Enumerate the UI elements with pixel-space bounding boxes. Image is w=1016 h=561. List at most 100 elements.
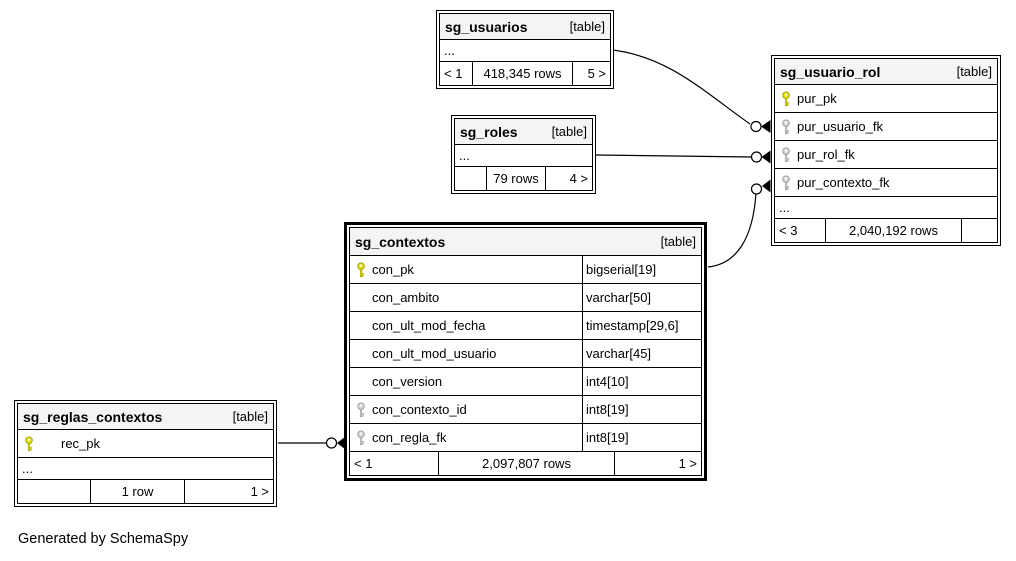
table-tag: [table] bbox=[551, 124, 587, 139]
pagination-prev bbox=[18, 480, 90, 503]
column-type-cell: varchar[50] bbox=[582, 284, 701, 311]
column-name: con_ult_mod_usuario bbox=[372, 346, 497, 361]
row-count: 2,040,192 rows bbox=[825, 219, 961, 242]
pagination-next bbox=[961, 219, 997, 242]
column-row: pur_pk bbox=[774, 84, 998, 113]
foreign-key-icon bbox=[357, 429, 365, 445]
column-row: con_ult_mod_usuario varchar[45] bbox=[349, 339, 702, 368]
hidden-columns-row: ... bbox=[439, 39, 611, 62]
pagination-next[interactable]: 1 > bbox=[184, 480, 273, 503]
relationship-sg_reglas_contextos-rec_pk-to-sg_contextos-con_regla_fk bbox=[278, 436, 346, 450]
zero-or-one-circle bbox=[750, 120, 762, 133]
column-name: con_ult_mod_fecha bbox=[372, 318, 486, 333]
foreign-key-icon bbox=[782, 174, 790, 190]
table-header: sg_roles [table] bbox=[454, 118, 593, 145]
pagination-prev bbox=[455, 167, 486, 190]
table-tag: [table] bbox=[660, 234, 696, 249]
column-row: pur_rol_fk bbox=[774, 140, 998, 169]
column-type-cell: int8[19] bbox=[582, 424, 701, 451]
table-header: sg_usuario_rol[table] bbox=[774, 58, 998, 85]
table-footer: < 3 2,040,192 rows bbox=[774, 218, 998, 243]
foreign-key-icon bbox=[782, 146, 790, 162]
column-type-cell: bigserial[19] bbox=[582, 256, 701, 283]
relationship-line bbox=[595, 154, 752, 158]
pagination-prev[interactable]: < 1 bbox=[444, 66, 463, 81]
pagination-next[interactable]: 1 > bbox=[614, 452, 701, 475]
key-icon-slot bbox=[778, 90, 794, 107]
table-box-sg-usuario-rol[interactable]: sg_usuario_rol[table]pur_pk pur_usuario_f… bbox=[771, 55, 1001, 246]
foreign-key-icon bbox=[782, 118, 790, 134]
column-name-cell: con_regla_fk bbox=[350, 424, 582, 451]
relationship-sg_contextos-con_pk-to-sg_usuario_rol-pur_contexto_fk bbox=[707, 179, 771, 268]
key-icon-slot bbox=[778, 174, 794, 191]
pagination-next[interactable]: 5 > bbox=[572, 62, 610, 85]
column-name-cell: pur_rol_fk bbox=[775, 141, 997, 168]
row-count: 1 row bbox=[90, 480, 184, 503]
column-type-cell: int8[19] bbox=[582, 396, 701, 423]
column-name-cell: con_ult_mod_usuario bbox=[350, 340, 582, 367]
table-header: sg_contextos [table] bbox=[349, 227, 702, 256]
column-name-cell: con_contexto_id bbox=[350, 396, 582, 423]
crows-foot-arrow bbox=[761, 120, 771, 133]
hidden-columns-row: ... bbox=[17, 457, 274, 480]
pagination-prev[interactable]: < 1 bbox=[354, 456, 373, 471]
column-name-cell: con_version bbox=[350, 368, 582, 395]
table-tag: [table] bbox=[232, 409, 268, 424]
key-icon-slot bbox=[778, 146, 794, 163]
column-name-cell: pur_pk bbox=[775, 85, 997, 112]
table-title[interactable]: sg_reglas_contextos bbox=[23, 408, 163, 425]
column-name-cell: con_ult_mod_fecha bbox=[350, 312, 582, 339]
relationship-sg_usuarios-to-sg_usuario_rol-pur_usuario_fk bbox=[612, 49, 771, 133]
zero-or-one-circle bbox=[750, 151, 763, 163]
pagination-next[interactable]: 4 > bbox=[545, 167, 592, 190]
column-name: pur_rol_fk bbox=[797, 147, 855, 162]
relationship-line bbox=[612, 49, 751, 125]
table-title[interactable]: sg_usuario_rol bbox=[780, 63, 881, 80]
relationship-line bbox=[707, 192, 757, 268]
key-icon-slot bbox=[353, 429, 369, 446]
column-type-cell: timestamp[29,6] bbox=[582, 312, 701, 339]
column-type-cell: int4[10] bbox=[582, 368, 701, 395]
crows-foot-arrow bbox=[337, 436, 346, 450]
column-name-cell: pur_usuario_fk bbox=[775, 113, 997, 140]
primary-key-icon bbox=[357, 261, 365, 277]
table-title[interactable]: sg_contextos bbox=[355, 233, 446, 250]
column-name: con_version bbox=[372, 374, 443, 389]
column-row: pur_contexto_fk bbox=[774, 168, 998, 197]
table-title[interactable]: sg_usuarios bbox=[445, 18, 528, 35]
table-box-sg-reglas-contextos[interactable]: sg_reglas_contextos [table] rec_pk...1 row… bbox=[14, 400, 277, 507]
hidden-columns-row: ... bbox=[774, 196, 998, 219]
column-type-cell: varchar[45] bbox=[582, 340, 701, 367]
zero-or-one-circle bbox=[750, 183, 763, 195]
key-icon-slot bbox=[353, 261, 369, 278]
column-name: pur_usuario_fk bbox=[797, 119, 883, 134]
column-name: pur_contexto_fk bbox=[797, 175, 890, 190]
column-row: pur_usuario_fk bbox=[774, 112, 998, 141]
crows-foot-arrow bbox=[762, 179, 771, 193]
column-name-cell: pur_contexto_fk bbox=[775, 169, 997, 196]
row-count: 418,345 rows bbox=[472, 62, 572, 85]
relationship-sg_roles-to-sg_usuario_rol-pur_rol_fk bbox=[595, 150, 771, 164]
column-row: rec_pk bbox=[17, 429, 274, 458]
table-title[interactable]: sg_roles bbox=[460, 123, 518, 140]
column-name-cell: con_ambito bbox=[350, 284, 582, 311]
hidden-columns-row: ... bbox=[454, 144, 593, 167]
column-name-cell: rec_pk bbox=[18, 430, 273, 457]
pagination-prev[interactable]: < 3 bbox=[779, 223, 798, 238]
key-icon-slot bbox=[21, 435, 37, 452]
foreign-key-icon bbox=[357, 401, 365, 417]
zero-or-one-circle bbox=[325, 437, 338, 449]
primary-key-icon bbox=[25, 435, 33, 451]
